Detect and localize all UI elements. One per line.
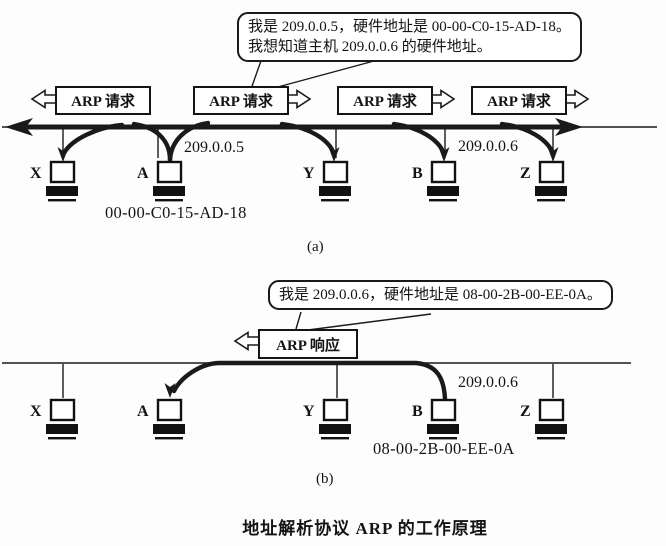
- host-label: Y: [303, 403, 315, 420]
- computer-icon: [426, 160, 459, 202]
- host-label: Z: [520, 165, 531, 182]
- computer-icon: [152, 160, 185, 202]
- host-a-a: A: [137, 160, 187, 204]
- request-arrow-left-icon: [30, 89, 58, 109]
- responder-mac-label-b: 08-00-2B-00-EE-0A: [373, 439, 515, 458]
- host-x-a: X: [30, 160, 80, 204]
- host-label: X: [30, 403, 42, 420]
- arp-response-box: ARP 响应: [258, 329, 358, 359]
- host-drop-lines-b: [62, 364, 554, 398]
- host-y-b: Y: [303, 398, 353, 442]
- host-z-a: Z: [520, 160, 569, 204]
- speech-bubble-b-text: 我是 209.0.0.6，硬件地址是 08-00-2B-00-EE-0A。: [279, 287, 602, 303]
- arp-request-box-2: ARP 请求: [193, 86, 289, 115]
- computer-icon: [152, 398, 185, 440]
- speech-bubble-a-line2: 我想知道主机 209.0.0.6 的硬件地址。: [248, 39, 492, 55]
- broadcast-arrowheads-a: [57, 147, 559, 162]
- figure-caption: 地址解析协议 ARP 的工作原理: [242, 519, 488, 538]
- host-label: A: [137, 165, 149, 182]
- computer-icon: [534, 160, 567, 202]
- speech-bubble-a: 我是 209.0.0.5，硬件地址是 00-00-C0-15-AD-18。 我想…: [237, 12, 582, 62]
- host-z-b: Z: [520, 398, 569, 442]
- bubble-tail-b: [295, 311, 432, 331]
- bus-a-left-arrow-icon: [5, 118, 33, 136]
- host-a-b: A: [137, 398, 187, 442]
- speech-bubble-a-line1: 我是 209.0.0.5，硬件地址是 00-00-C0-15-AD-18。: [248, 19, 571, 35]
- computer-icon: [318, 160, 351, 202]
- target-ip-label-a: 209.0.0.6: [458, 138, 518, 155]
- host-label: A: [137, 403, 149, 420]
- computer-icon: [45, 160, 78, 202]
- host-x-b: X: [30, 398, 80, 442]
- host-label: Z: [520, 403, 531, 420]
- response-curve: [171, 360, 448, 402]
- host-label: Y: [303, 165, 315, 182]
- host-label: X: [30, 165, 42, 182]
- computer-icon: [318, 398, 351, 440]
- host-y-a: Y: [303, 160, 353, 204]
- arp-request-box-3: ARP 请求: [337, 86, 433, 115]
- part-a-label: (a): [307, 239, 324, 255]
- response-arrowhead: [164, 383, 176, 398]
- host-b-a: B: [412, 160, 461, 204]
- arp-request-box-4: ARP 请求: [471, 86, 567, 115]
- response-arrow-left-icon: [233, 331, 261, 351]
- arp-request-box-1: ARP 请求: [55, 86, 151, 115]
- source-ip-label-a: 209.0.0.5: [184, 139, 244, 156]
- computer-icon: [45, 398, 78, 440]
- bus-a-right-arrow-icon: [555, 118, 583, 136]
- host-label: B: [412, 165, 423, 182]
- computer-icon: [534, 398, 567, 440]
- part-b-label: (b): [316, 471, 334, 487]
- responder-ip-label-b: 209.0.0.6: [458, 374, 518, 391]
- host-b-b: B: [412, 398, 461, 442]
- computer-icon: [426, 398, 459, 440]
- host-label: B: [412, 403, 423, 420]
- source-mac-label-a: 00-00-C0-15-AD-18: [105, 203, 247, 222]
- speech-bubble-b: 我是 209.0.0.6，硬件地址是 08-00-2B-00-EE-0A。: [268, 280, 613, 310]
